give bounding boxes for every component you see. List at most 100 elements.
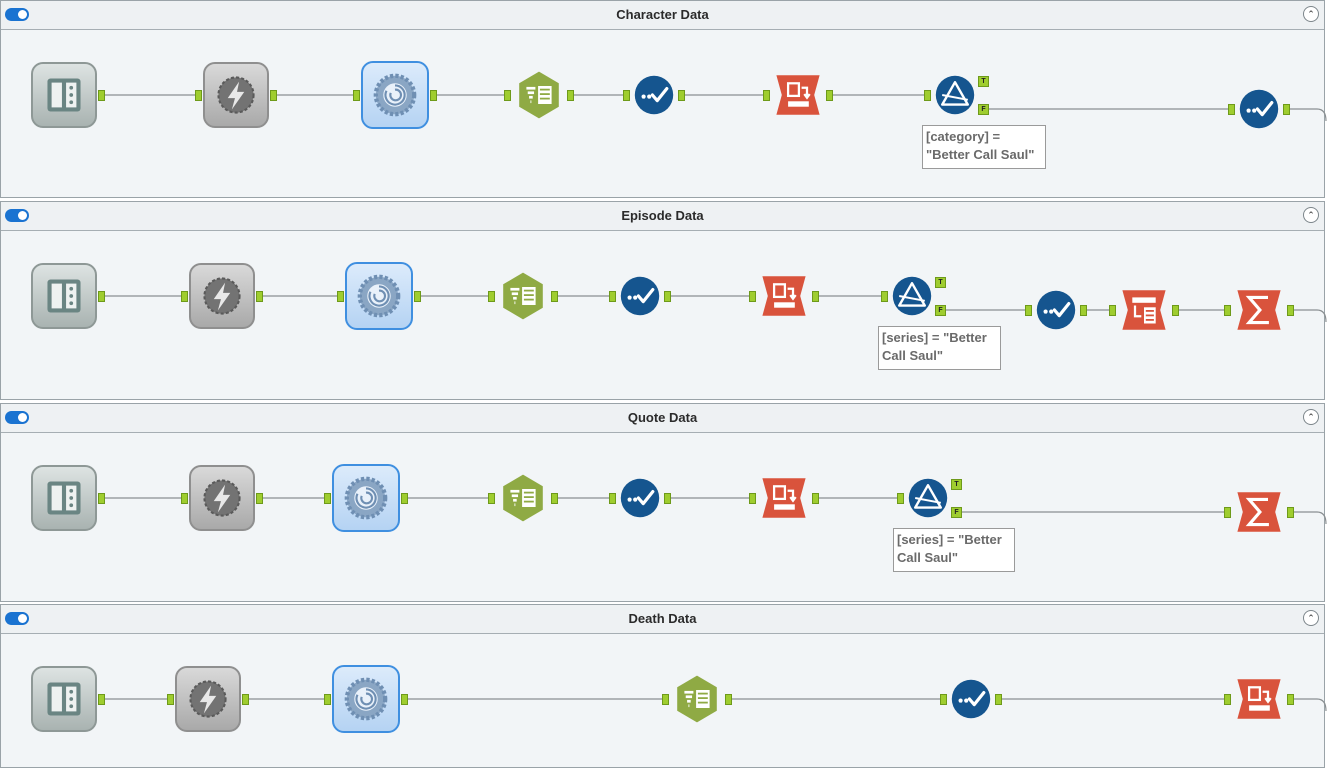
- transpose-tool[interactable]: [757, 471, 811, 525]
- output-anchor[interactable]: [414, 291, 421, 302]
- input-anchor[interactable]: [1228, 104, 1235, 115]
- input-anchor[interactable]: [504, 90, 511, 101]
- input-anchor[interactable]: [924, 90, 931, 101]
- input-anchor[interactable]: [167, 694, 174, 705]
- filter-false-anchor[interactable]: F: [935, 305, 946, 316]
- filter-tool[interactable]: [931, 71, 979, 119]
- input-anchor[interactable]: [1109, 305, 1116, 316]
- output-anchor[interactable]: [256, 291, 263, 302]
- summarize-tool[interactable]: [1232, 485, 1286, 539]
- input-anchor[interactable]: [609, 493, 616, 504]
- toggle-switch-icon[interactable]: [5, 411, 29, 424]
- summarize-tool[interactable]: [1232, 283, 1286, 337]
- connection-wire[interactable]: [1294, 698, 1327, 712]
- input-anchor[interactable]: [337, 291, 344, 302]
- filter-true-anchor[interactable]: T: [951, 479, 962, 490]
- transpose-tool[interactable]: [757, 269, 811, 323]
- dynamic-input-tool[interactable]: [203, 62, 269, 128]
- input-anchor[interactable]: [1224, 507, 1231, 518]
- input-anchor[interactable]: [609, 291, 616, 302]
- connection-wire[interactable]: [1290, 108, 1327, 122]
- input-data-tool[interactable]: [31, 465, 97, 531]
- output-anchor[interactable]: [401, 493, 408, 504]
- input-anchor[interactable]: [763, 90, 770, 101]
- output-anchor[interactable]: [1287, 305, 1294, 316]
- input-anchor[interactable]: [1025, 305, 1032, 316]
- output-anchor[interactable]: [812, 493, 819, 504]
- filter-true-anchor[interactable]: T: [978, 76, 989, 87]
- input-anchor[interactable]: [181, 291, 188, 302]
- input-anchor[interactable]: [897, 493, 904, 504]
- dynamic-input-tool[interactable]: [175, 666, 241, 732]
- collapse-chevron-icon[interactable]: ⌃: [1303, 610, 1319, 626]
- toggle-switch-icon[interactable]: [5, 8, 29, 21]
- output-anchor[interactable]: [401, 694, 408, 705]
- input-anchor[interactable]: [749, 291, 756, 302]
- output-anchor[interactable]: [812, 291, 819, 302]
- input-data-tool[interactable]: [31, 263, 97, 329]
- output-anchor[interactable]: [1080, 305, 1087, 316]
- output-anchor[interactable]: [1287, 694, 1294, 705]
- output-anchor[interactable]: [826, 90, 833, 101]
- input-anchor[interactable]: [353, 90, 360, 101]
- input-anchor[interactable]: [181, 493, 188, 504]
- connection-wire[interactable]: [1294, 309, 1327, 323]
- output-anchor[interactable]: [1172, 305, 1179, 316]
- input-anchor[interactable]: [324, 694, 331, 705]
- input-anchor[interactable]: [662, 694, 669, 705]
- output-anchor[interactable]: [242, 694, 249, 705]
- input-anchor[interactable]: [623, 90, 630, 101]
- input-anchor[interactable]: [940, 694, 947, 705]
- input-anchor[interactable]: [749, 493, 756, 504]
- auto-field-tool[interactable]: [947, 675, 995, 723]
- input-data-tool[interactable]: [31, 666, 97, 732]
- input-anchor[interactable]: [1224, 305, 1231, 316]
- output-anchor[interactable]: [256, 493, 263, 504]
- output-anchor[interactable]: [551, 493, 558, 504]
- output-anchor[interactable]: [98, 90, 105, 101]
- filter-tool[interactable]: [904, 474, 952, 522]
- collapse-chevron-icon[interactable]: ⌃: [1303, 6, 1319, 22]
- output-anchor[interactable]: [725, 694, 732, 705]
- transpose-tool[interactable]: [1232, 672, 1286, 726]
- output-anchor[interactable]: [664, 493, 671, 504]
- cross-tab-tool[interactable]: [1117, 283, 1171, 337]
- filter-false-anchor[interactable]: F: [951, 507, 962, 518]
- filter-true-anchor[interactable]: T: [935, 277, 946, 288]
- macro-tool[interactable]: [345, 262, 413, 330]
- output-anchor[interactable]: [664, 291, 671, 302]
- output-anchor[interactable]: [551, 291, 558, 302]
- output-anchor[interactable]: [98, 291, 105, 302]
- dynamic-input-tool[interactable]: [189, 465, 255, 531]
- input-anchor[interactable]: [1224, 694, 1231, 705]
- collapse-chevron-icon[interactable]: ⌃: [1303, 409, 1319, 425]
- filter-tool[interactable]: [888, 272, 936, 320]
- select-tool[interactable]: [496, 269, 550, 323]
- macro-tool[interactable]: [332, 665, 400, 733]
- collapse-chevron-icon[interactable]: ⌃: [1303, 207, 1319, 223]
- macro-tool[interactable]: [361, 61, 429, 129]
- container-canvas[interactable]: [1, 634, 1327, 767]
- output-anchor[interactable]: [98, 493, 105, 504]
- transpose-tool[interactable]: [771, 68, 825, 122]
- tool-container[interactable]: Death Data⌃: [0, 604, 1327, 768]
- select-tool[interactable]: [670, 672, 724, 726]
- auto-field-tool[interactable]: [616, 272, 664, 320]
- select-tool[interactable]: [512, 68, 566, 122]
- output-anchor[interactable]: [270, 90, 277, 101]
- input-anchor[interactable]: [881, 291, 888, 302]
- output-anchor[interactable]: [430, 90, 437, 101]
- input-anchor[interactable]: [195, 90, 202, 101]
- output-anchor[interactable]: [98, 694, 105, 705]
- macro-tool[interactable]: [332, 464, 400, 532]
- auto-field-tool[interactable]: [1235, 85, 1283, 133]
- toggle-switch-icon[interactable]: [5, 209, 29, 222]
- input-anchor[interactable]: [488, 291, 495, 302]
- input-anchor[interactable]: [488, 493, 495, 504]
